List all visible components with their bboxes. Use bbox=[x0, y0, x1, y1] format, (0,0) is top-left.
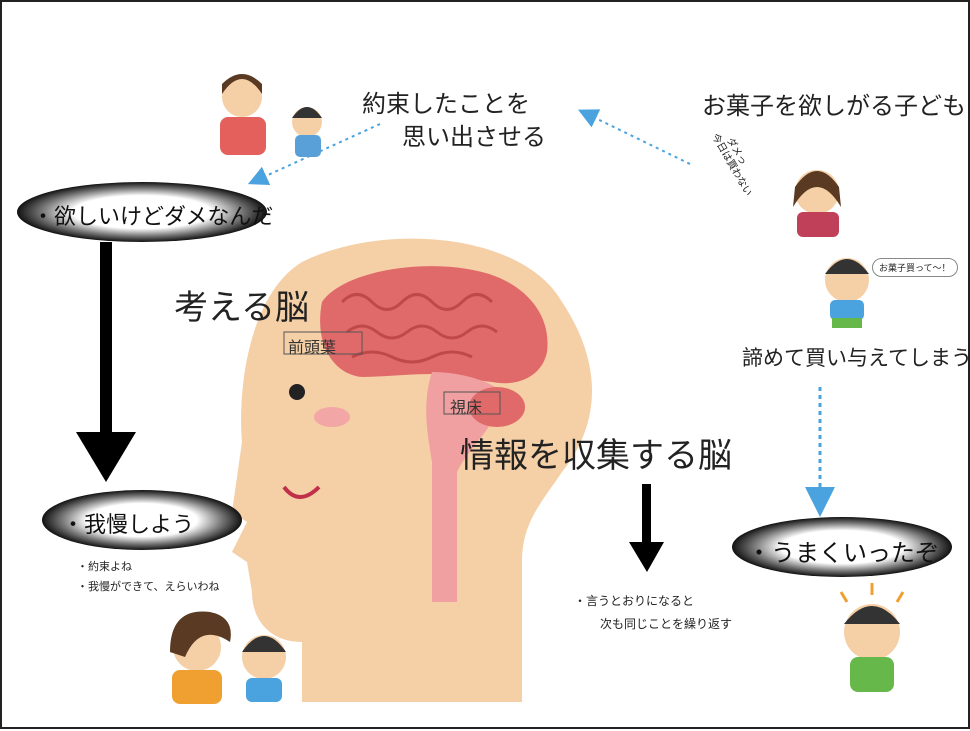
kid-speech-bubble: お菓子買って～！ bbox=[872, 258, 958, 277]
mom-praising-illustration bbox=[170, 611, 286, 704]
endure-oval-label: ・我慢しよう bbox=[62, 513, 195, 538]
cheek bbox=[314, 407, 350, 427]
want-to-endure-arrow bbox=[76, 242, 136, 482]
endure-note-1: ・約束よね bbox=[77, 560, 132, 573]
brain-folds bbox=[340, 293, 498, 364]
thinking-brain-label: 考える脳 bbox=[174, 288, 309, 328]
brain-cerebrum bbox=[320, 266, 548, 384]
brain-stem bbox=[426, 372, 502, 602]
cerebellum bbox=[469, 387, 525, 427]
thalamus-label: 視床 bbox=[450, 398, 483, 417]
info-down-arrow bbox=[629, 484, 664, 572]
grinning-kid-illustration bbox=[839, 583, 905, 692]
mom-pointing-illustration bbox=[220, 74, 322, 157]
success-oval bbox=[732, 517, 952, 577]
eye bbox=[289, 384, 305, 400]
remind-to-want-arrow bbox=[247, 123, 381, 185]
success-oval-label: ・うまくいったぞ bbox=[747, 539, 939, 567]
endure-note-2: ・我慢ができて、えらいわね bbox=[77, 580, 220, 593]
title-to-remind-arrow bbox=[578, 109, 691, 165]
frontal-lobe-label: 前頭葉 bbox=[288, 338, 337, 357]
want-oval-label: ・欲しいけどダメなんだ bbox=[32, 205, 274, 230]
endure-oval bbox=[42, 490, 242, 550]
crying-kid-illustration bbox=[825, 258, 869, 328]
thalamus-box bbox=[443, 391, 501, 415]
want-oval bbox=[17, 182, 267, 242]
mouth bbox=[282, 485, 321, 499]
remind-label-line2: 思い出させる bbox=[402, 123, 546, 151]
repeat-note-line2: 次も同じことを繰り返す bbox=[600, 617, 733, 631]
remind-label-line1: 約束したことを bbox=[362, 90, 530, 118]
repeat-note-line1: ・言うとおりになると bbox=[574, 594, 695, 608]
info-brain-label: 情報を収集する脳 bbox=[460, 436, 732, 476]
give-in-label: 諦めて買い与えてしまう… bbox=[742, 346, 970, 370]
frontal-lobe-box bbox=[283, 331, 363, 355]
diagram-title: お菓子を欲しがる子どもに bbox=[702, 92, 970, 120]
mom-scolding-illustration bbox=[793, 170, 841, 237]
